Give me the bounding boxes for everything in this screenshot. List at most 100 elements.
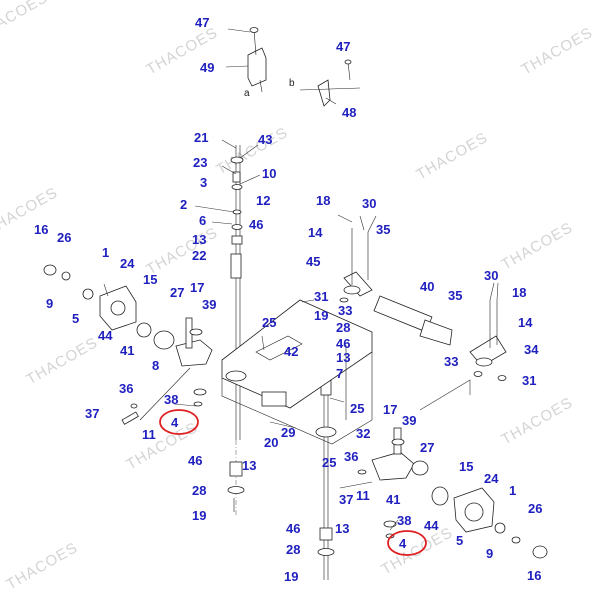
callout-25: 25 <box>350 401 364 416</box>
callout-49: 49 <box>200 60 214 75</box>
callout-9: 9 <box>46 296 53 311</box>
callout-4: 4 <box>399 536 407 551</box>
callout-42: 42 <box>284 344 298 359</box>
left-knuckle-hub <box>43 264 213 425</box>
watermark-text: THACOES <box>414 129 491 183</box>
detail-a-bracket: a <box>225 27 267 99</box>
callout-27: 27 <box>170 285 184 300</box>
marker-a: a <box>244 88 250 99</box>
watermark-text: THACOES <box>499 219 576 273</box>
callout-35: 35 <box>448 288 462 303</box>
callout-19: 19 <box>192 508 206 523</box>
callout-13: 13 <box>335 521 349 536</box>
callout-19: 19 <box>314 308 328 323</box>
callout-4: 4 <box>171 415 179 430</box>
callout-44: 44 <box>98 328 113 343</box>
callout-1: 1 <box>509 483 516 498</box>
callout-29: 29 <box>281 425 295 440</box>
callout-45: 45 <box>306 254 320 269</box>
callout-24: 24 <box>484 471 499 486</box>
callout-28: 28 <box>286 542 300 557</box>
callout-31: 31 <box>314 289 328 304</box>
callout-32: 32 <box>356 426 370 441</box>
callout-layer: 47 49 47 48 21 43 23 10 3 12 2 6 46 13 2… <box>34 15 542 584</box>
callout-33: 33 <box>338 303 352 318</box>
right-knuckle-hub <box>339 427 548 559</box>
callout-39: 39 <box>202 297 216 312</box>
callout-15: 15 <box>143 272 157 287</box>
watermark-text: THACOES <box>24 334 101 388</box>
callout-30: 30 <box>484 268 498 283</box>
callout-20: 20 <box>264 435 278 450</box>
callout-46: 46 <box>249 217 263 232</box>
axle-beam <box>221 299 373 445</box>
callout-26: 26 <box>57 230 71 245</box>
callout-36: 36 <box>344 449 358 464</box>
callout-41: 41 <box>386 492 400 507</box>
watermark-text: THACOES <box>499 394 576 448</box>
callout-17: 17 <box>383 402 397 417</box>
callout-28: 28 <box>336 320 350 335</box>
callout-25: 25 <box>322 455 336 470</box>
callout-12: 12 <box>256 193 270 208</box>
callout-17: 17 <box>190 280 204 295</box>
callout-21: 21 <box>194 130 208 145</box>
callout-46: 46 <box>336 336 350 351</box>
callout-47: 47 <box>195 15 209 30</box>
watermark-text: THACOES <box>4 539 81 593</box>
tie-rod-assembly <box>339 228 507 411</box>
callout-39: 39 <box>402 413 416 428</box>
callout-23: 23 <box>193 155 207 170</box>
callout-37: 37 <box>339 492 353 507</box>
callout-15: 15 <box>459 459 473 474</box>
callout-13: 13 <box>242 458 256 473</box>
callout-7: 7 <box>336 366 343 381</box>
callout-38: 38 <box>164 392 178 407</box>
watermark-text: THACOES <box>0 184 61 238</box>
callout-16: 16 <box>527 568 541 583</box>
callout-28: 28 <box>192 483 206 498</box>
watermark-text: THACOES <box>0 0 51 43</box>
highlight-circle <box>387 530 427 556</box>
callout-3: 3 <box>200 175 207 190</box>
callout-2: 2 <box>180 197 187 212</box>
callout-18: 18 <box>512 285 526 300</box>
leader-lines <box>173 139 499 531</box>
callout-34: 34 <box>524 342 539 357</box>
callout-16: 16 <box>34 222 48 237</box>
callout-10: 10 <box>262 166 276 181</box>
callout-5: 5 <box>456 533 463 548</box>
callout-30: 30 <box>362 196 376 211</box>
callout-25: 25 <box>262 315 276 330</box>
callout-43: 43 <box>258 132 272 147</box>
callout-48: 48 <box>342 105 356 120</box>
callout-14: 14 <box>518 315 533 330</box>
callout-9: 9 <box>486 546 493 561</box>
marker-b: b <box>289 78 295 89</box>
callout-8: 8 <box>152 358 159 373</box>
watermark-text: THACOES <box>519 24 596 78</box>
callout-47: 47 <box>336 39 350 54</box>
callout-14: 14 <box>308 225 323 240</box>
callout-37: 37 <box>85 406 99 421</box>
callout-41: 41 <box>120 343 134 358</box>
callout-40: 40 <box>420 279 434 294</box>
callout-1: 1 <box>102 245 109 260</box>
callout-5: 5 <box>72 311 79 326</box>
callout-11: 11 <box>142 427 156 442</box>
callout-6: 6 <box>199 213 206 228</box>
callout-33: 33 <box>444 354 458 369</box>
callout-44: 44 <box>424 518 439 533</box>
callout-22: 22 <box>192 248 206 263</box>
callout-38: 38 <box>397 513 411 528</box>
callout-31: 31 <box>522 373 536 388</box>
callout-36: 36 <box>119 381 133 396</box>
highlight-circle <box>159 409 199 435</box>
callout-18: 18 <box>316 193 330 208</box>
callout-46: 46 <box>286 521 300 536</box>
callout-19: 19 <box>284 569 298 584</box>
callout-46: 46 <box>188 453 202 468</box>
callout-24: 24 <box>120 256 135 271</box>
